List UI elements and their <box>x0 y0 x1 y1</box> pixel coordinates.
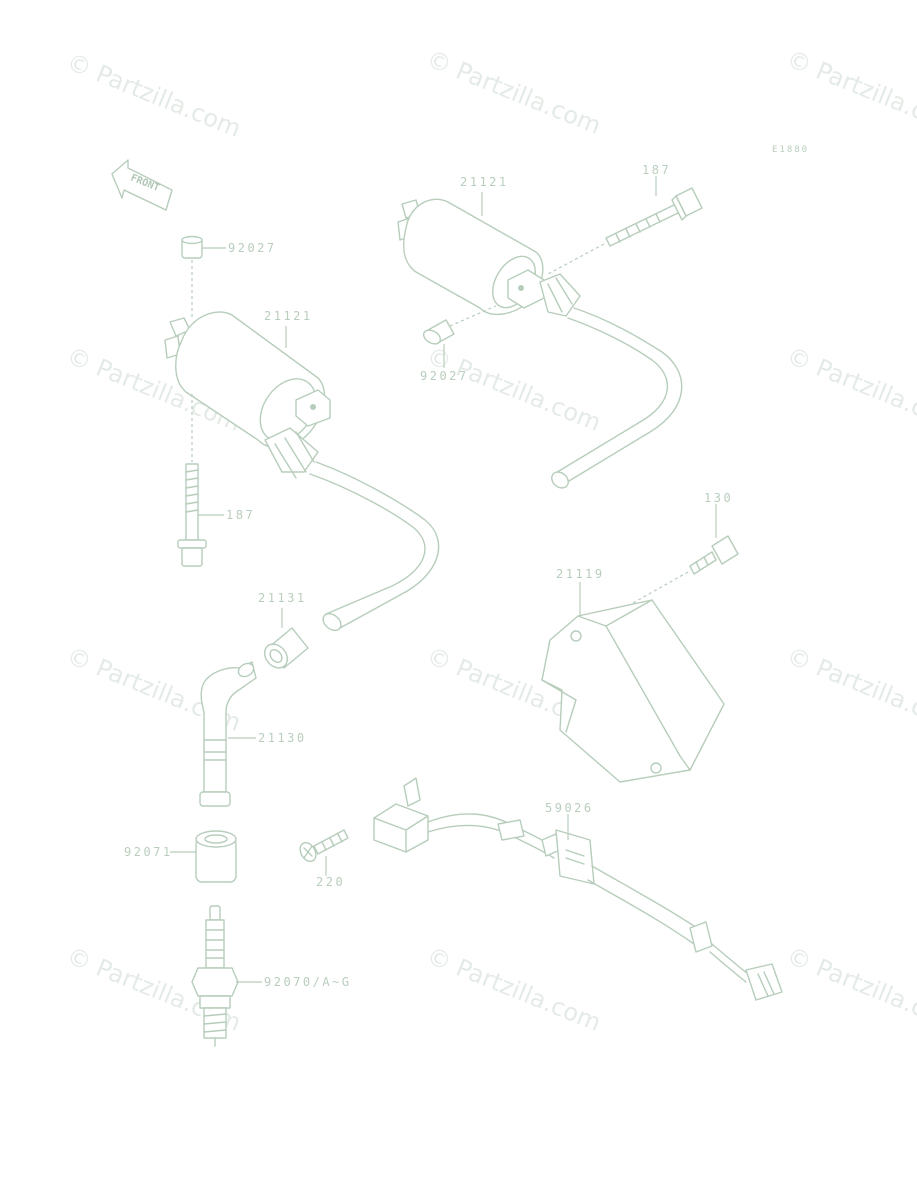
label-bolt-left: 187 <box>226 508 255 522</box>
watermark: © Partzilla.com <box>783 342 917 437</box>
watermark: © Partzilla.com <box>423 342 605 437</box>
label-pickup: 59026 <box>545 801 594 815</box>
watermark: © Partzilla.com <box>783 642 917 737</box>
front-arrow-icon: FRONT <box>111 159 173 211</box>
bolt-left-part <box>177 394 207 567</box>
label-seal: 92071 <box>124 845 173 859</box>
coil-right-part <box>397 198 581 317</box>
pickup-screw-part <box>299 829 349 863</box>
cdi-bolt-part <box>609 535 739 617</box>
label-plug-cap: 21130 <box>258 731 307 745</box>
label-pickup-screw: 220 <box>316 875 345 889</box>
coil-left-part <box>164 311 331 479</box>
label-bolt-right: 187 <box>642 163 671 177</box>
spark-plug-part <box>191 905 239 1047</box>
watermark: © Partzilla.com <box>63 48 245 143</box>
watermark: © Partzilla.com <box>423 45 605 140</box>
label-cdi-unit: 21119 <box>556 567 605 581</box>
spacer-right-part <box>422 305 497 345</box>
watermark: © Partzilla.com <box>783 942 917 1037</box>
cdi-unit-part <box>541 599 725 783</box>
bolt-right-part <box>547 187 703 275</box>
diagram-code: E1880 <box>772 145 809 155</box>
plug-cap-part <box>199 661 257 807</box>
label-spark-plug: 92070/A~G <box>264 975 352 989</box>
label-spacer-right: 92027 <box>420 369 469 383</box>
label-cap: 21131 <box>258 591 307 605</box>
label-cdi-bolt: 130 <box>704 491 733 505</box>
spacer-left-part <box>181 235 203 318</box>
pickup-part <box>373 777 783 1001</box>
watermark: © Partzilla.com <box>783 45 917 140</box>
label-spacer-left: 92027 <box>228 241 277 255</box>
cap-part <box>263 627 309 669</box>
seal-part <box>195 830 237 883</box>
label-coil-right: 21121 <box>460 175 509 189</box>
label-coil-left: 21121 <box>264 309 313 323</box>
watermark: © Partzilla.com <box>423 942 605 1037</box>
